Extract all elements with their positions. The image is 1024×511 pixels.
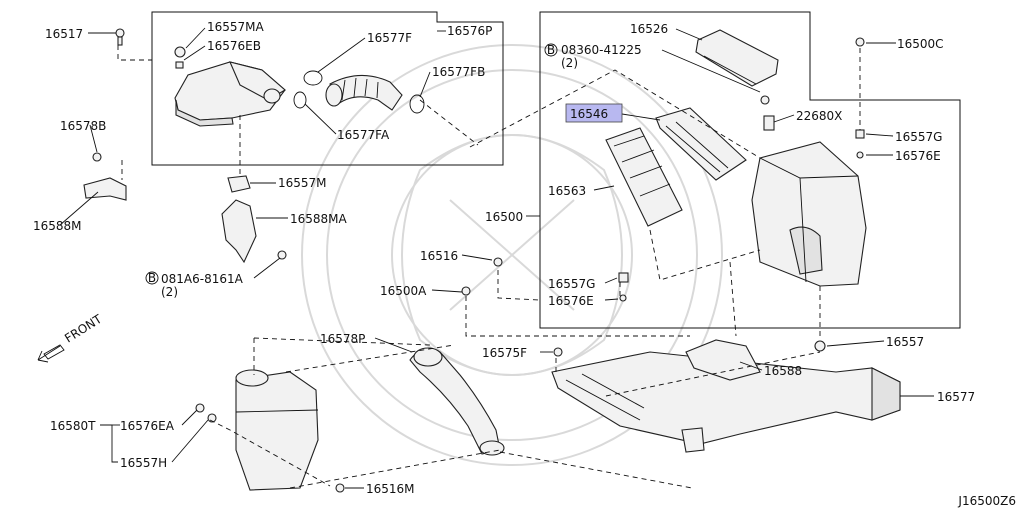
label-16588MA: 16588MA [290,212,348,226]
label-16588: 16588 [764,364,802,378]
label-16563: 16563 [548,184,586,198]
bracket-16588 [685,339,761,381]
front-arrow-icon: FRONT [37,312,105,363]
air-cleaner-cover-16526 [695,29,779,87]
label-16526: 16526 [630,22,668,36]
label-16500: 16500 [485,210,523,224]
svg-text:B: B [547,43,555,57]
diagram-code: J16500Z6 [957,494,1016,508]
grommet-16557 [814,340,826,352]
mount-16557M [227,175,251,193]
label-16576E-right: 16576E [895,149,941,163]
watermark-emblem [301,44,723,466]
label-16578B: 16578B [60,119,106,133]
filter-frame-16563 [605,127,683,227]
bracket-16588M [83,152,127,201]
air-duct-16576P [174,61,286,127]
front-label: FRONT [62,312,105,346]
label-16500C: 16500C [897,37,944,51]
label-16578P: 16578P [320,332,365,346]
label-16575F: 16575F [482,346,527,360]
label-081A6-8161A: 081A6-8161A [161,272,244,286]
label-16557MA: 16557MA [207,20,265,34]
label-16500A: 16500A [380,284,427,298]
bracket-16588MA [221,199,287,264]
label-08360-qty: (2) [561,56,578,70]
label-16546: 16546 [570,107,608,121]
label-16580T: 16580T [50,419,96,433]
duct-hose-16577F [325,74,403,111]
air-cleaner-body-16500 [751,141,867,287]
label-16557: 16557 [886,335,924,349]
label-16557G-right: 16557G [895,130,942,144]
label-16576EA: 16576EA [120,419,175,433]
label-16557G: 16557G [548,277,595,291]
label-081A6-qty: (2) [161,285,178,299]
resonator-16578P [409,347,505,456]
bolt-16517 [115,28,125,46]
bolt-symbol-081A6: B [145,271,159,285]
svg-text:B: B [148,271,156,285]
dashed-guides [117,45,861,489]
hose-clamps [293,70,425,114]
fasteners-right [461,37,865,302]
bolt-symbol-08360: B [544,43,558,57]
highlight-16546 [565,103,623,123]
label-16576E: 16576E [548,294,594,308]
filter-element-16546 [655,107,747,181]
label-16577: 16577 [937,390,975,404]
label-16577FB: 16577FB [432,65,485,79]
leader-lines [59,27,934,489]
label-16588M: 16588M [33,219,82,233]
label-16516: 16516 [420,249,458,263]
label-16576P: 16576P [447,24,492,38]
label-16576EB: 16576EB [207,39,261,53]
inlet-duct-16577 [551,351,901,453]
grommet-16575F [553,347,563,357]
label-16577FA: 16577FA [337,128,390,142]
label-16557H: 16557H [120,456,167,470]
group-box-16500 [539,11,961,329]
label-16557M: 16557M [278,176,327,190]
label-16577F: 16577F [367,31,412,45]
label-22680X: 22680X [796,109,842,123]
grommets-top [174,46,186,69]
part-labels: 16517 16557MA 16576EB 16576P 16577F 1657… [33,20,975,496]
group-box-16576P [151,11,504,166]
label-16516M: 16516M [366,482,415,496]
reservoir-16580T [235,369,319,491]
label-08360-41225: 08360-41225 [561,43,642,57]
label-16517: 16517 [45,27,83,41]
